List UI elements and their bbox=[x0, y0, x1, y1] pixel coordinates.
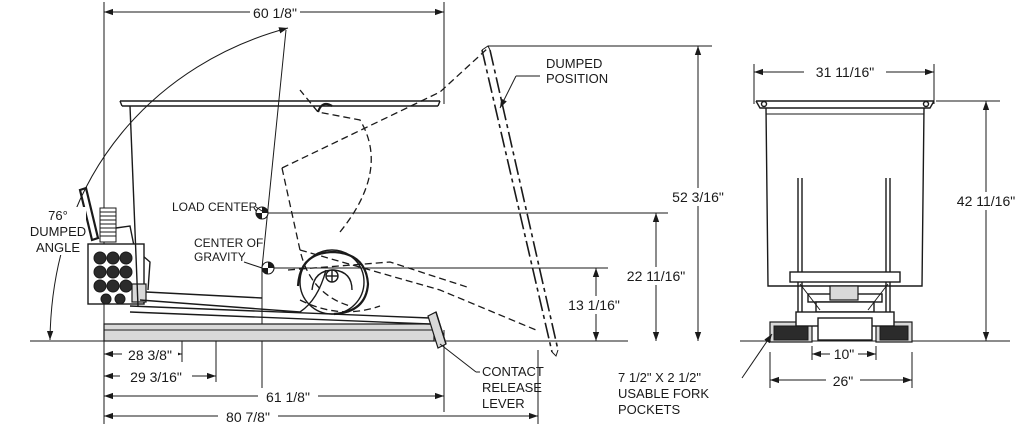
latch-mechanism bbox=[78, 186, 263, 305]
fork-pocket-left bbox=[773, 325, 809, 341]
end-hopper-body bbox=[765, 107, 925, 287]
cradle-rail bbox=[129, 305, 431, 319]
spring-coils bbox=[100, 211, 116, 237]
wheel-cluster bbox=[93, 251, 133, 305]
label-dumped-angle-2: ANGLE bbox=[36, 240, 80, 255]
label-center-of-gravity-2: GRAVITY bbox=[194, 250, 246, 264]
dim-end-height: 42 11/16" bbox=[957, 193, 1015, 209]
cross-member bbox=[815, 301, 875, 313]
latch-bracket bbox=[131, 283, 147, 303]
label-fork-pockets-2: USABLE FORK bbox=[618, 386, 709, 401]
dim-dumped-height: 52 3/16" bbox=[672, 189, 724, 205]
label-dumped-angle: DUMPED bbox=[30, 224, 86, 239]
dim-61: 61 1/8" bbox=[266, 389, 310, 405]
dump-angle-arc bbox=[46, 27, 289, 341]
dim-cog-height: 13 1/16" bbox=[568, 297, 620, 313]
side-view: 60 1/8" DUMPED POSITION 52 3/16" 22 11/1… bbox=[30, 2, 726, 425]
hopper-bail bbox=[316, 102, 333, 113]
lip-bolt bbox=[760, 100, 768, 108]
end-view: 31 11/16" 42 11/16" 10" 26" 7 1/2" X 2 1… bbox=[618, 63, 1022, 417]
hopper-upright bbox=[119, 100, 441, 313]
dim-load-center-height: 22 11/16" bbox=[627, 268, 685, 284]
base-skid bbox=[103, 323, 435, 342]
latch-hook bbox=[78, 186, 100, 242]
latch-rod bbox=[145, 291, 263, 299]
label-fork-pockets: 7 1/2" X 2 1/2" bbox=[618, 370, 701, 385]
base-center bbox=[817, 317, 873, 341]
dump-angle-ray bbox=[261, 29, 287, 269]
dim-29: 29 3/16" bbox=[130, 369, 182, 385]
leader-line bbox=[741, 333, 773, 379]
leader-line bbox=[243, 261, 263, 269]
pivot-trunnion bbox=[287, 249, 471, 316]
label-load-center: LOAD CENTER bbox=[172, 200, 258, 214]
label-dumped-position-2: POSITION bbox=[546, 71, 608, 86]
dim-pocket-spacing: 10" bbox=[834, 346, 855, 362]
dim-base-width: 26" bbox=[833, 373, 854, 389]
latch-spring bbox=[99, 207, 117, 243]
cradle-rail bbox=[129, 311, 431, 325]
lip-bolt bbox=[922, 100, 930, 108]
label-fork-pockets-3: POCKETS bbox=[618, 402, 680, 417]
label-contact-release-lever-3: LEVER bbox=[482, 396, 525, 411]
hopper-mid-dump bbox=[281, 47, 537, 331]
hopper-dumped bbox=[481, 45, 559, 357]
dim-end-width: 31 11/16" bbox=[816, 64, 874, 80]
center-of-gravity-symbol bbox=[261, 261, 275, 275]
latch-block bbox=[829, 285, 859, 301]
label-contact-release-lever: CONTACT bbox=[482, 364, 544, 379]
label-center-of-gravity: CENTER OF bbox=[194, 236, 263, 250]
dim-overall-top: 60 1/8" bbox=[253, 5, 297, 21]
leader-line bbox=[499, 75, 517, 109]
load-center-symbol bbox=[255, 206, 269, 220]
contact-release-lever bbox=[427, 311, 480, 373]
cross-member bbox=[789, 271, 901, 283]
dim-28: 28 3/8" bbox=[128, 347, 172, 363]
leader-line bbox=[255, 206, 263, 212]
end-hopper-lip bbox=[755, 100, 935, 109]
label-contact-release-lever-2: RELEASE bbox=[482, 380, 542, 395]
fork-pocket-right bbox=[879, 325, 909, 341]
dim-80: 80 7/8" bbox=[226, 409, 270, 425]
label-angle-value: 76° bbox=[48, 208, 68, 223]
label-dumped-position: DUMPED bbox=[546, 56, 602, 71]
